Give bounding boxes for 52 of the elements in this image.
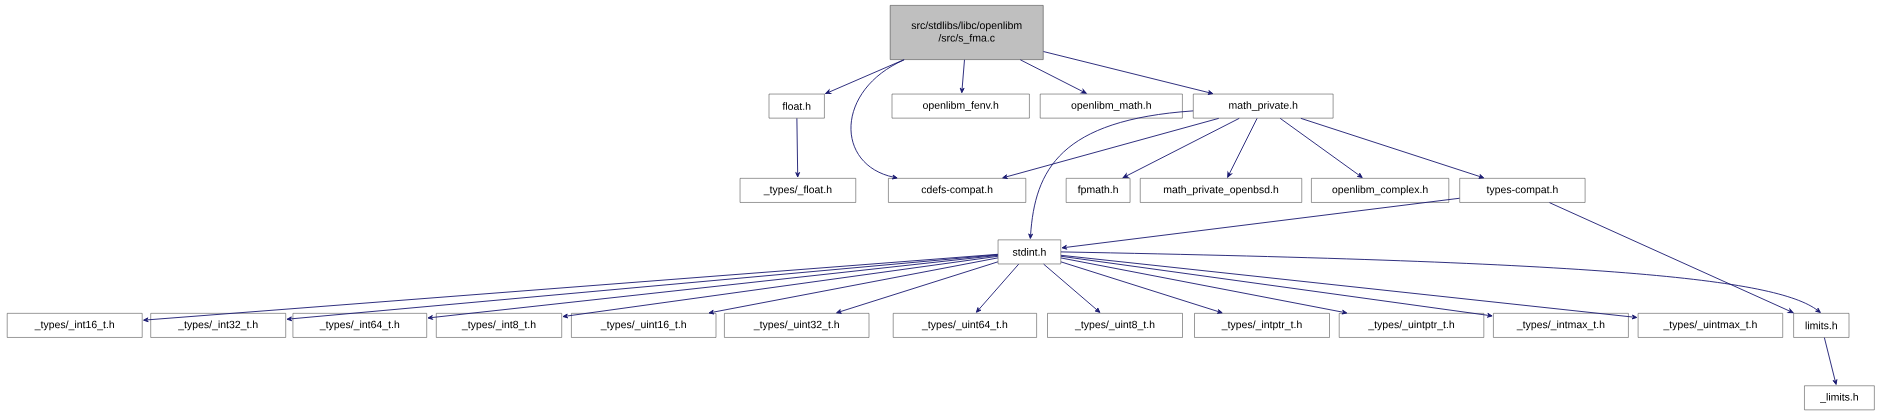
arrow bbox=[1060, 254, 1638, 320]
file-box: openlibm_fenv.h bbox=[891, 93, 1030, 119]
arrow bbox=[1043, 263, 1101, 313]
file-box: _types/_uint64_t.h bbox=[893, 313, 1037, 338]
file-box: openlibm_complex.h bbox=[1311, 178, 1449, 203]
file-box: _types/_uint32_t.h bbox=[724, 313, 870, 338]
file-box: openlibm_math.h bbox=[1040, 93, 1183, 119]
file-box: stdint.h bbox=[997, 239, 1061, 265]
file-box: _limits.h bbox=[1804, 385, 1875, 411]
file-box: types-compat.h bbox=[1459, 178, 1586, 203]
arrow bbox=[1061, 197, 1460, 250]
arrow bbox=[975, 263, 1020, 313]
arrow bbox=[708, 257, 999, 315]
file-box: _types/_int16_t.h bbox=[7, 313, 143, 338]
file-box: _types/_intptr_t.h bbox=[1194, 313, 1330, 338]
arrow bbox=[1300, 117, 1485, 179]
arrow bbox=[562, 255, 999, 319]
arrow bbox=[836, 261, 999, 314]
arrow bbox=[1227, 117, 1258, 178]
file-box: fpmath.h bbox=[1065, 178, 1131, 203]
arrow bbox=[1060, 257, 1348, 315]
file-box: _types/_uintptr_t.h bbox=[1339, 313, 1484, 338]
arrow bbox=[1060, 261, 1223, 314]
arrow bbox=[1043, 51, 1214, 95]
file-box: float.h bbox=[768, 93, 825, 119]
arrow bbox=[1122, 117, 1240, 179]
arrow bbox=[286, 254, 999, 322]
arrow bbox=[850, 59, 905, 180]
arrow bbox=[1823, 337, 1838, 385]
arrow bbox=[1060, 255, 1493, 318]
file-box: _types/_uintmax_t.h bbox=[1637, 313, 1783, 338]
file-box: _types/_int64_t.h bbox=[292, 313, 427, 338]
file-box: _types/_uint16_t.h bbox=[571, 313, 717, 338]
file-box: math_private_openbsd.h bbox=[1140, 178, 1302, 203]
file-box: _types/_uint8_t.h bbox=[1047, 313, 1183, 338]
file-box: _types/_float.h bbox=[739, 178, 856, 203]
arrow bbox=[959, 59, 965, 94]
arrow bbox=[1028, 110, 1194, 239]
arrow bbox=[1060, 251, 1821, 313]
file-box: src/stdlibs/libc/openlibm /src/s_fma.c bbox=[889, 5, 1044, 60]
arrow bbox=[795, 117, 801, 178]
file-box: _types/_int8_t.h bbox=[436, 313, 562, 338]
file-box: math_private.h bbox=[1193, 93, 1334, 119]
arrow bbox=[1019, 59, 1087, 94]
arrow bbox=[1279, 117, 1363, 178]
file-box: limits.h bbox=[1793, 313, 1850, 338]
arrow bbox=[427, 254, 999, 320]
file-box: _types/_intmax_t.h bbox=[1493, 313, 1629, 338]
arrow bbox=[1002, 117, 1220, 179]
file-box: _types/_int32_t.h bbox=[150, 313, 286, 338]
arrow bbox=[1549, 202, 1794, 314]
file-box: cdefs-compat.h bbox=[888, 178, 1026, 203]
